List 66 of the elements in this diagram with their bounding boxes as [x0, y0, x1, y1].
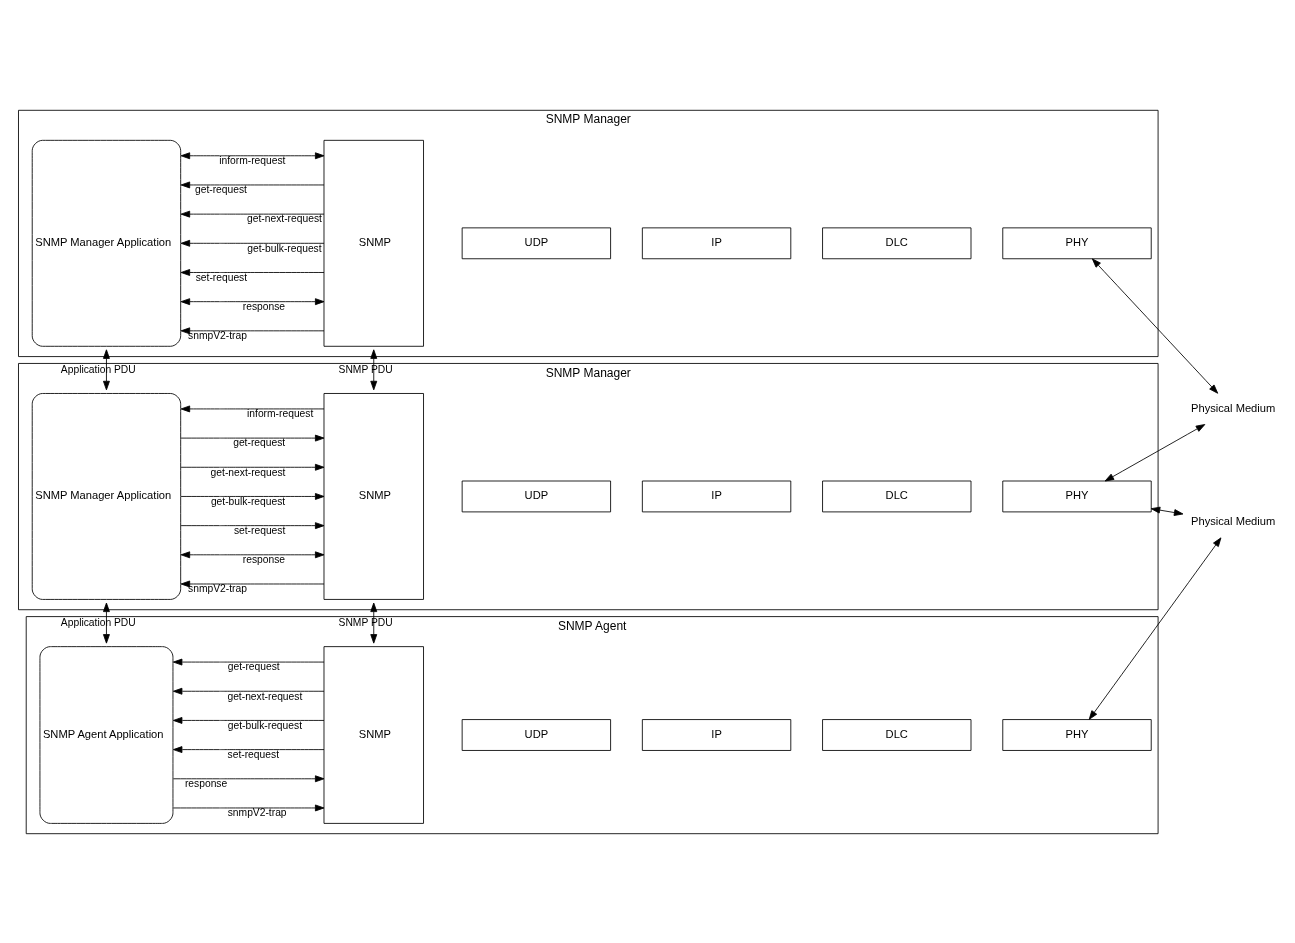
node-box: SNMP [323, 645, 424, 824]
node-box: PHY [1002, 480, 1152, 512]
edge-label: set-request [227, 748, 280, 760]
arrow [1088, 536, 1222, 720]
edge-label: get-next-request [247, 212, 322, 224]
edge-label: snmpV2-trap [188, 329, 247, 341]
arrow [180, 492, 325, 500]
arrow [1104, 423, 1206, 481]
arrow [180, 521, 325, 529]
arrow [180, 463, 325, 471]
edge-label: get-request [233, 436, 286, 448]
node-box: DLC [822, 718, 972, 751]
arrow [1150, 506, 1184, 516]
node-box: SNMP [323, 392, 424, 600]
edge-label: inform-request [219, 154, 286, 166]
edge-label: set-request [233, 524, 286, 536]
arrow [180, 239, 325, 247]
node-box: UDP [461, 480, 612, 512]
arrow [180, 151, 325, 159]
node-box: SNMP [323, 139, 424, 347]
edge-label: get-bulk-request [227, 719, 303, 731]
edge-label: response [184, 777, 228, 789]
edge-label: get-request [227, 660, 280, 672]
edge-label: snmpV2-trap [188, 582, 247, 594]
edge-label: snmpV2-trap [227, 806, 287, 818]
node-box: SNMP Manager Application [31, 392, 182, 600]
edge-label: response [242, 553, 286, 565]
node-box: UDP [461, 718, 612, 751]
arrow [1091, 257, 1219, 394]
arrow [172, 804, 325, 811]
node-box: SNMP Manager Application [31, 139, 182, 347]
arrow [172, 658, 325, 665]
node-box: DLC [822, 226, 972, 259]
arrow [172, 716, 325, 724]
edge-label: set-request [195, 271, 248, 283]
node-box: IP [641, 718, 792, 751]
edge-label: response [242, 300, 286, 312]
edge-label: get-bulk-request [210, 495, 286, 507]
arrow [172, 745, 325, 753]
node-box: IP [641, 480, 792, 512]
edge-label: inform-request [247, 407, 314, 419]
edge-label: get-next-request [210, 466, 286, 478]
node-box: PHY [1002, 226, 1152, 259]
arrow [180, 550, 325, 558]
arrow [172, 774, 325, 782]
arrow [370, 348, 378, 390]
arrow [370, 602, 378, 644]
node-box: IP [641, 226, 792, 259]
node-text: Physical Medium [1191, 401, 1276, 414]
edge-label: get-request [194, 183, 247, 195]
arrow [180, 210, 325, 218]
arrow [180, 297, 325, 305]
node-box: PHY [1002, 718, 1152, 751]
arrow [180, 326, 325, 334]
node-box: UDP [461, 226, 612, 259]
node-box: DLC [822, 480, 972, 512]
edge-label: get-bulk-request [247, 242, 322, 254]
edge-label: get-next-request [227, 689, 303, 701]
arrow [180, 181, 325, 188]
node-text: Physical Medium [1191, 514, 1276, 527]
arrow [180, 434, 325, 442]
arrow [180, 580, 325, 587]
node-box: SNMP Agent Application [39, 645, 174, 824]
arrow [180, 405, 325, 412]
arrow [172, 687, 325, 695]
arrow [180, 268, 325, 276]
